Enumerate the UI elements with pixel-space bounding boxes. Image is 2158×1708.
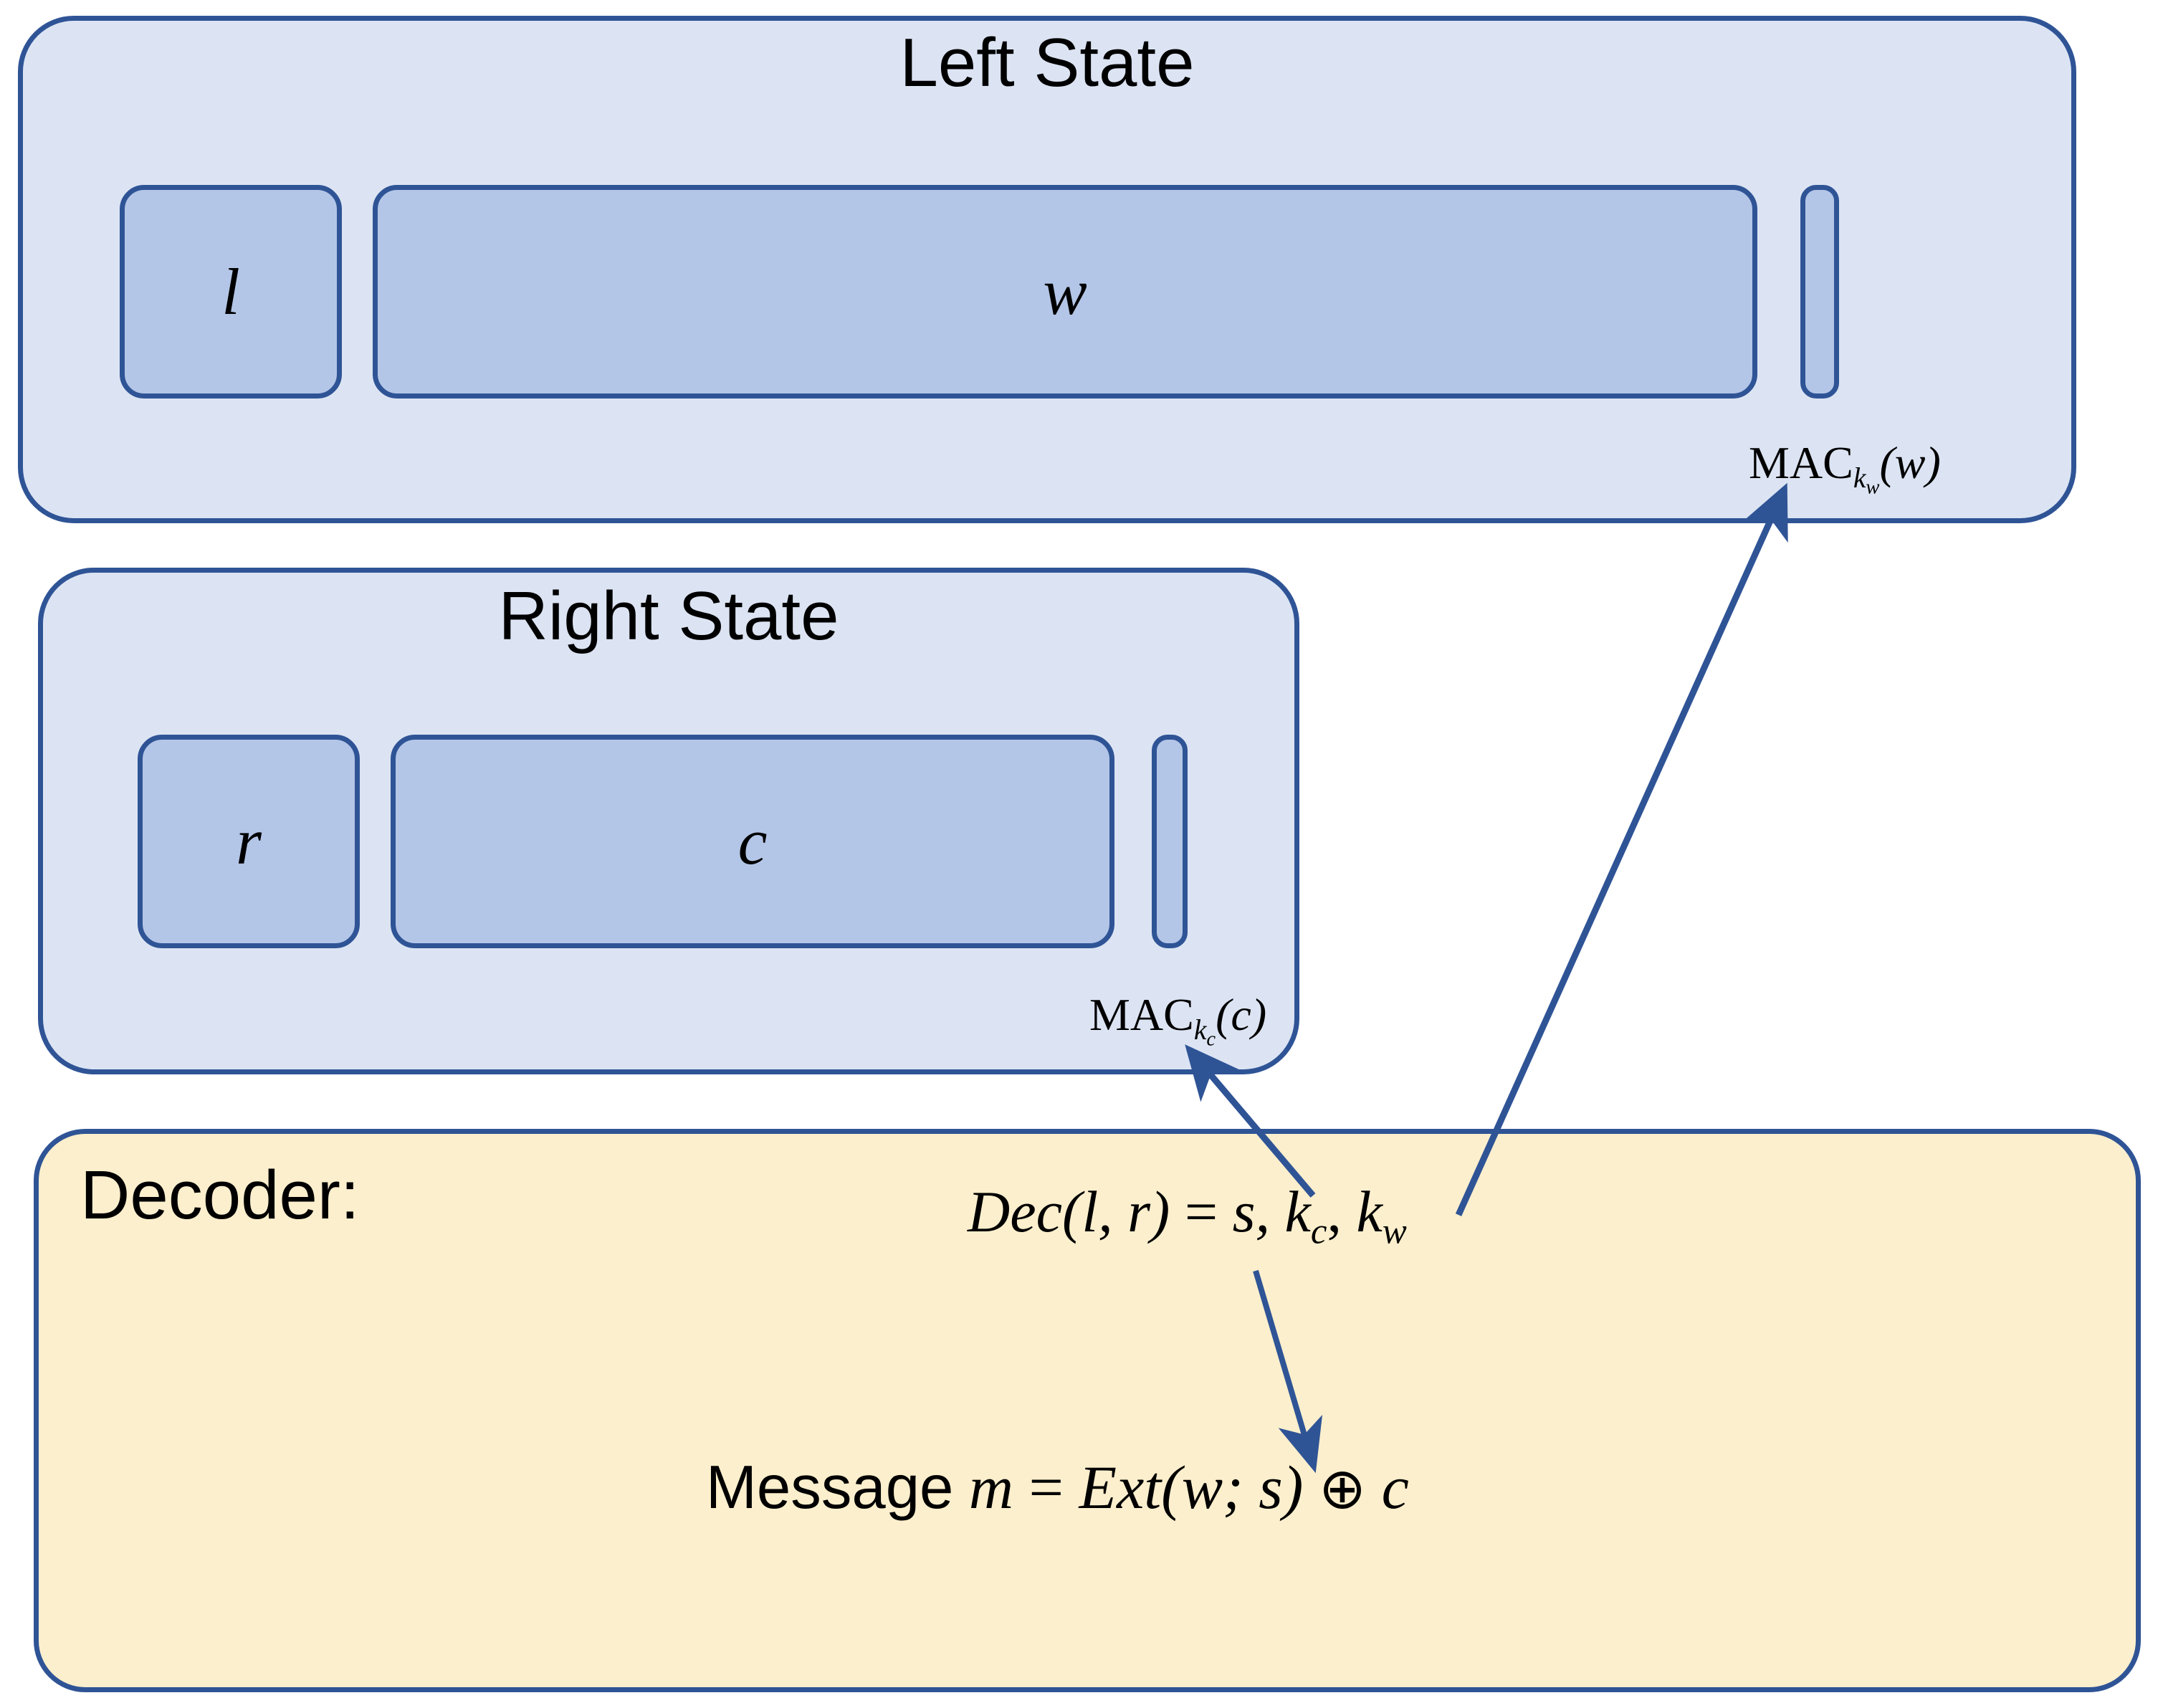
mac-c-base: MAC bbox=[1089, 989, 1194, 1040]
mac-c-argument: (c) bbox=[1216, 989, 1267, 1040]
left-state-field-l-label: l bbox=[221, 255, 240, 328]
mac-w-subscript-sub: w bbox=[1866, 476, 1880, 499]
dec-formula-kw: k bbox=[1356, 1179, 1383, 1244]
right-state-mac-label: MACkc(c) bbox=[1089, 992, 1266, 1050]
decoder-message-formula: Message m = Ext(w; s) ⊕ c bbox=[706, 1456, 1409, 1518]
decoder-title: Decoder: bbox=[80, 1157, 360, 1234]
message-word: Message bbox=[706, 1454, 954, 1522]
right-state-field-c: c bbox=[391, 735, 1114, 948]
dec-formula-equals: = bbox=[1184, 1179, 1218, 1244]
dec-formula-comma: , bbox=[1327, 1179, 1342, 1244]
left-state-title: Left State bbox=[899, 24, 1195, 101]
dec-formula-lhs: Dec(l, r) bbox=[968, 1179, 1170, 1244]
left-state-field-l: l bbox=[120, 185, 342, 399]
message-extractor: Ext(w; s) bbox=[1079, 1453, 1304, 1522]
left-state-field-w-label: w bbox=[1043, 255, 1087, 328]
dec-formula-kw-sub: w bbox=[1382, 1211, 1407, 1251]
mac-w-base: MAC bbox=[1749, 437, 1853, 488]
message-variable: m bbox=[968, 1453, 1014, 1522]
right-state-field-r-label: r bbox=[236, 805, 262, 878]
arrow-kw-to-mac-w bbox=[1455, 482, 1788, 1216]
dec-formula-s: s, bbox=[1232, 1179, 1270, 1244]
mac-w-argument: (w) bbox=[1879, 437, 1941, 488]
left-state-field-mac bbox=[1800, 185, 1839, 399]
dec-formula-kc-sub: c bbox=[1310, 1211, 1327, 1251]
message-equals: = bbox=[1028, 1453, 1064, 1522]
dec-formula-kc: k bbox=[1284, 1179, 1311, 1244]
message-ciphertext: c bbox=[1381, 1453, 1409, 1522]
right-state-field-mac bbox=[1152, 735, 1188, 948]
left-state-field-w: w bbox=[373, 185, 1757, 399]
right-state-field-r: r bbox=[138, 735, 360, 948]
mac-w-subscript: k bbox=[1853, 462, 1866, 494]
right-state-field-c-label: c bbox=[737, 805, 768, 878]
xor-operator-icon: ⊕ bbox=[1318, 1456, 1367, 1522]
decoder-dec-formula: Dec(l, r) = s, kc, kw bbox=[968, 1183, 1407, 1249]
right-state-title: Right State bbox=[498, 578, 839, 654]
mac-c-subscript: k bbox=[1193, 1013, 1207, 1046]
left-state-mac-label: MACkw(w) bbox=[1749, 440, 1941, 498]
decoder-container bbox=[34, 1129, 2141, 1692]
mac-c-subscript-sub: c bbox=[1206, 1028, 1216, 1051]
